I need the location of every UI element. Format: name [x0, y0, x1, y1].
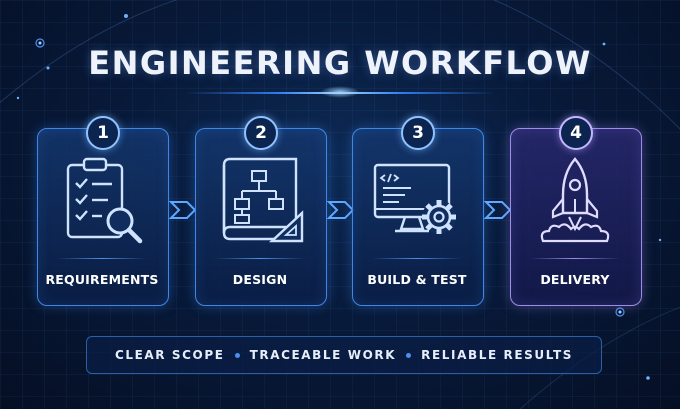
- card-divider: [215, 258, 305, 259]
- footer-banner: CLEAR SCOPE TRACEABLE WORK RELIABLE RESU…: [86, 336, 602, 374]
- footer-item-traceable-work: TRACEABLE WORK: [249, 348, 397, 362]
- step-number-badge: 1: [86, 116, 120, 150]
- step-number-badge: 4: [559, 116, 593, 150]
- rocket-launch-icon: [540, 157, 610, 243]
- step-label-requirements: REQUIREMENTS: [45, 272, 159, 287]
- step-number-badge: 3: [401, 116, 435, 150]
- card-divider: [530, 258, 620, 259]
- card-divider: [372, 258, 462, 259]
- chevron-right-icon: [168, 201, 197, 219]
- step-label-delivery: DELIVERY: [540, 272, 610, 287]
- footer-item-reliable-results: RELIABLE RESULTS: [421, 348, 574, 362]
- clipboard-checklist-magnifier-icon: [66, 157, 143, 244]
- step-card-requirements: [37, 128, 169, 306]
- chevron-right-icon: [483, 201, 512, 219]
- bullet-dot-icon: [234, 352, 240, 358]
- step-label-build-test: BUILD & TEST: [367, 272, 467, 287]
- monitor-code-gear-icon: [373, 163, 456, 234]
- step-number-badge: 2: [244, 116, 278, 150]
- step-label-design: DESIGN: [232, 272, 288, 287]
- step-card-delivery: [510, 128, 642, 306]
- blueprint-flowchart-icon: [222, 157, 304, 243]
- page-title: ENGINEERING WORKFLOW: [88, 44, 592, 82]
- bullet-dot-icon: [406, 352, 412, 358]
- title-underline-glow: [320, 86, 360, 98]
- card-divider: [57, 258, 147, 259]
- footer-item-clear-scope: CLEAR SCOPE: [114, 348, 225, 362]
- chevron-right-icon: [326, 201, 355, 219]
